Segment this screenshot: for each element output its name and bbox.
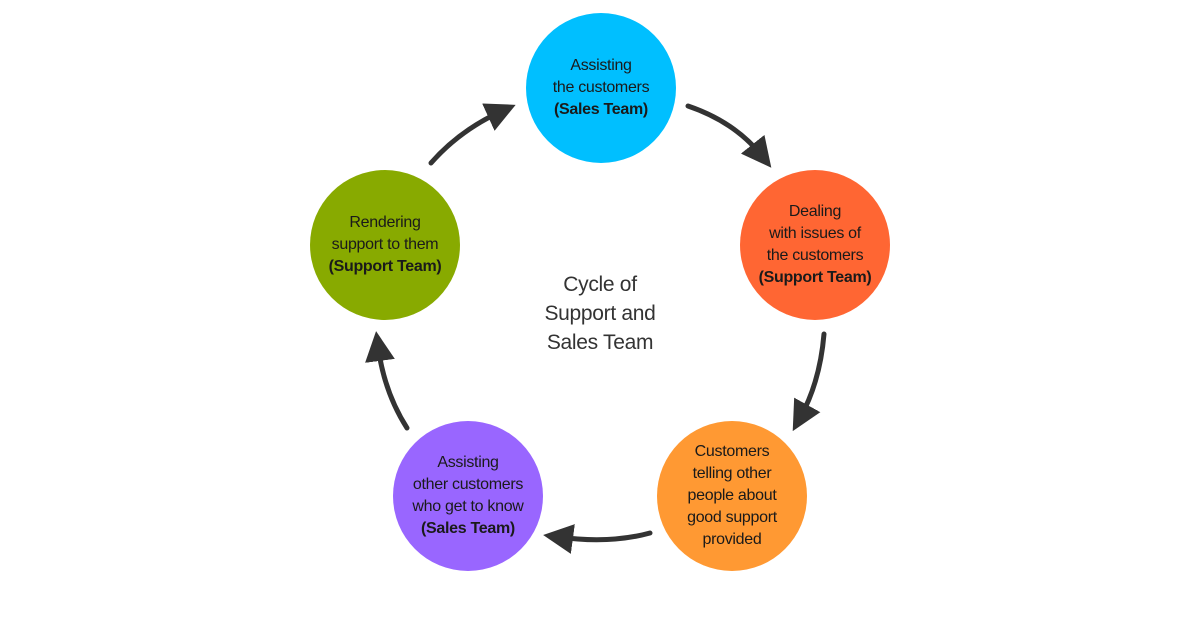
node-team-label: (Sales Team) [421,520,515,537]
node-text: telling other [692,465,772,482]
node-text: Customers [694,443,770,460]
node-text: Dealing [788,203,842,220]
node-assisting-other-customers: Assisting other customers who get to kno… [393,421,543,571]
node-assisting-customers: Assisting the customers (Sales Team) [526,13,676,163]
arrow-4 [365,331,410,431]
node-text: other customers [412,476,524,493]
arrow-1 [685,103,772,168]
diagram-title: Cycle of Support and Sales Team [500,270,700,357]
node-text: the customers [552,79,650,96]
node-text: support to them [331,236,439,253]
node-text: people about [687,487,777,504]
node-text: Rendering [349,214,421,231]
node-rendering-support: Rendering support to them (Support Team) [310,170,460,320]
node-team-label: (Sales Team) [554,101,648,118]
arrow-3 [543,524,653,554]
node-text: who get to know [412,498,524,515]
node-text: with issues of [769,225,861,242]
node-team-label: (Support Team) [758,269,872,286]
node-text: provided [702,531,762,548]
node-dealing-issues: Dealing with issues of the customers (Su… [740,170,890,320]
node-customers-telling: Customers telling other people about goo… [657,421,807,571]
node-text: Assisting [570,57,632,74]
node-text: Assisting [437,454,499,471]
node-team-label: (Support Team) [328,258,442,275]
arrow-2 [792,331,827,432]
title-line: Sales Team [546,331,654,354]
title-line: Cycle of [563,273,637,296]
node-text: good support [687,509,777,526]
arrow-5 [428,103,516,166]
title-line: Support and [544,302,656,325]
node-text: the customers [766,247,864,264]
